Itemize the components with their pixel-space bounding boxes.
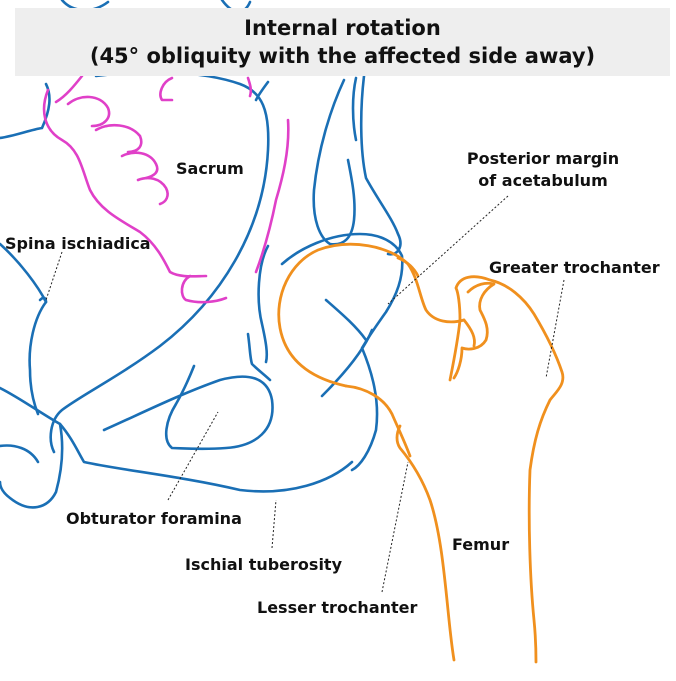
label-spina-ischiadica: Spina ischiadica bbox=[5, 234, 151, 253]
greater-trochanter-outline bbox=[448, 275, 565, 664]
ischial-line bbox=[0, 386, 64, 509]
label-posterior-margin-line1: Posterior margin bbox=[467, 149, 619, 168]
title-line-2: (45° obliquity with the affected side aw… bbox=[89, 44, 596, 68]
label-ischial-tuberosity: Ischial tuberosity bbox=[185, 555, 343, 574]
femur-outline bbox=[277, 242, 565, 664]
title-line-1: Internal rotation bbox=[244, 16, 441, 40]
labels: Sacrum Spina ischiadica Posterior margin… bbox=[5, 149, 660, 617]
spine-line bbox=[38, 296, 48, 304]
lower-left-contour bbox=[0, 444, 40, 464]
sacrum-small-arc bbox=[159, 76, 174, 102]
left-ilium-line bbox=[0, 82, 51, 140]
leader-spina-ischiadica bbox=[45, 251, 63, 301]
leader-ischial-tuberosity bbox=[271, 499, 277, 549]
sacral-foramen-1 bbox=[66, 95, 111, 128]
ischial-tuberosity-outline bbox=[246, 332, 272, 382]
sacral-foramen-2 bbox=[94, 123, 143, 154]
label-lesser-trochanter: Lesser trochanter bbox=[257, 598, 418, 617]
trochanter-inner-curve bbox=[452, 281, 496, 380]
ilium-inner-line-3 bbox=[254, 80, 270, 102]
label-greater-trochanter: Greater trochanter bbox=[489, 258, 660, 277]
title-box: Internal rotation (45° obliquity with th… bbox=[15, 8, 670, 76]
sacral-foramen-4 bbox=[136, 176, 169, 206]
ilium-inner-line-2 bbox=[351, 74, 402, 256]
femoral-head bbox=[277, 242, 466, 388]
obturator-foramen bbox=[102, 364, 274, 451]
trochanter-notch bbox=[462, 318, 476, 348]
acetabulum-rim bbox=[280, 232, 404, 472]
inner-pelvic-contour bbox=[49, 70, 270, 454]
sciatic-line bbox=[0, 242, 48, 416]
sacrum-coccyx bbox=[180, 274, 228, 304]
acetabulum-line bbox=[324, 298, 368, 342]
leader-greater-trochanter bbox=[545, 279, 565, 379]
femur-medial-shaft bbox=[395, 424, 456, 662]
leader-lesser-trochanter bbox=[381, 461, 409, 593]
femoral-neck-upper bbox=[396, 256, 420, 278]
sacrum-top-lip bbox=[54, 74, 84, 104]
label-femur: Femur bbox=[452, 535, 509, 554]
pubic-ramus bbox=[58, 422, 354, 493]
sacrum-outline bbox=[42, 74, 290, 304]
ilium-inner-line-1 bbox=[312, 78, 356, 246]
acetabular-fossa-line bbox=[320, 328, 374, 398]
femoral-neck-lower bbox=[344, 384, 412, 458]
label-posterior-margin-line2: of acetabulum bbox=[478, 171, 608, 190]
iliopectineal-line bbox=[257, 244, 270, 364]
leader-obturator-foramina bbox=[167, 411, 219, 501]
leader-lines bbox=[45, 195, 565, 593]
sacrum-right-border bbox=[254, 118, 290, 274]
sacrum-top-right bbox=[246, 76, 253, 98]
sacrum-left-border bbox=[42, 88, 208, 278]
sacral-foramen-3 bbox=[120, 151, 159, 180]
label-sacrum: Sacrum bbox=[176, 159, 244, 178]
pelvis-outline bbox=[0, 0, 404, 509]
label-obturator-foramina: Obturator foramina bbox=[66, 509, 242, 528]
leader-posterior-margin bbox=[387, 195, 509, 305]
